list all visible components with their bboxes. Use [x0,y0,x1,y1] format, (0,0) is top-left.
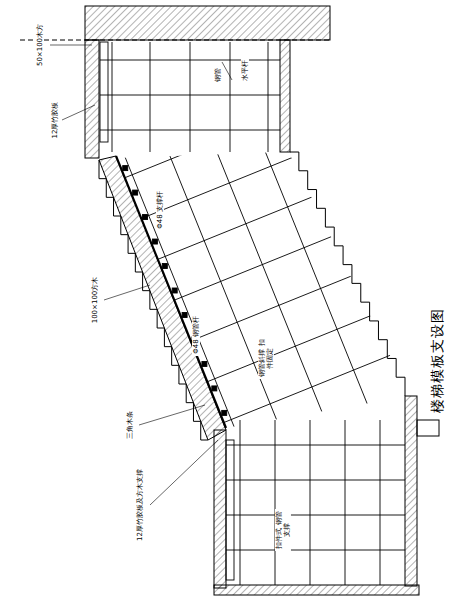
callout-label: 12厚竹胶板 [51,101,59,140]
callout-label: 三角木条 [126,410,134,440]
callout-label: Φ48 钢管杆 [192,314,200,356]
callout-label: 钢管斜撑 扣件固定 [258,337,274,379]
callout-label: 扣件式 钢管支撑 [275,509,291,551]
callout-label: Φ48 支撑杆 [156,189,164,231]
callout-label: 50×100木方 [36,23,44,67]
callout-label: 12厚竹胶板及方木支撑 [136,468,144,542]
callout-label: 钢管 [214,67,222,83]
drawing-title: 楼梯模板支设图 [429,308,447,413]
callout-label: 100×100方木 [91,276,99,325]
callout-label: 水平杆 [241,59,249,82]
